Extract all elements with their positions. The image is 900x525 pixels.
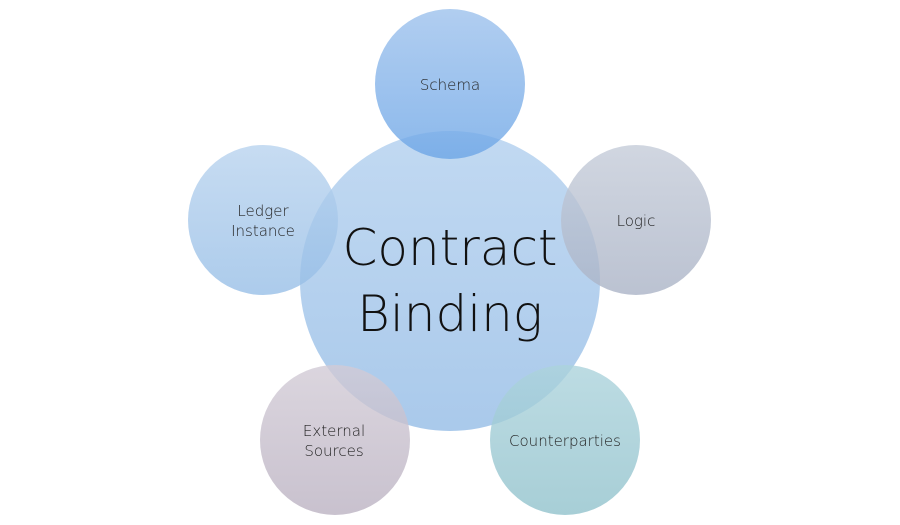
external-sources-label-line2: Sources <box>304 442 364 460</box>
schema-circle <box>375 9 525 159</box>
counterparties-label: Counterparties <box>490 416 640 466</box>
ledger-instance-circle <box>188 145 338 295</box>
counterparties-label-line1: Counterparties <box>509 432 621 450</box>
external-sources-label: External Sources <box>259 416 409 466</box>
schema-label: Schema <box>375 60 525 110</box>
center-label-line1: Contract <box>342 219 558 277</box>
counterparties-circle <box>490 365 640 515</box>
ledger-instance-label-line1: Ledger <box>237 202 289 220</box>
center-label: Contract Binding <box>300 206 600 356</box>
logic-label-line1: Logic <box>616 212 656 230</box>
external-sources-label-line1: External <box>302 422 366 440</box>
ledger-instance-label: Ledger Instance <box>188 196 338 246</box>
external-sources-circle <box>260 365 410 515</box>
center-circle <box>300 131 600 431</box>
schema-label-line1: Schema <box>419 76 481 94</box>
logic-circle <box>561 145 711 295</box>
center-label-line2: Binding <box>357 285 543 343</box>
ledger-instance-label-line2: Instance <box>231 222 295 240</box>
logic-label: Logic <box>561 196 711 246</box>
